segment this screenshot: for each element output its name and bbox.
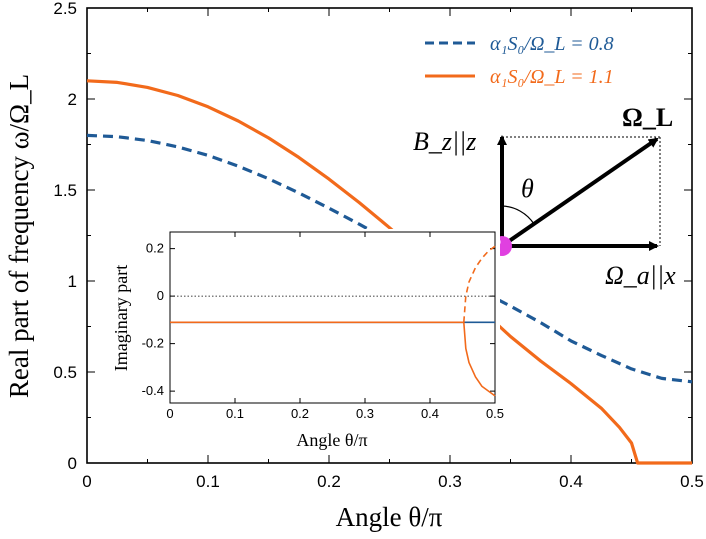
- theta-arc: [501, 205, 535, 225]
- main-x-tick-label: 0.1: [196, 472, 220, 491]
- inset-ticks: [169, 232, 496, 403]
- main-x-tick-label: 0.2: [317, 472, 341, 491]
- inset-x-tick-label: 0.2: [291, 406, 309, 421]
- vector-diagram: B_z||z Ω_L θ Ω_a||x: [413, 103, 676, 290]
- inset-y-tick-label: -0.2: [142, 336, 164, 351]
- x-axis-title: Angle θ/π: [336, 502, 443, 532]
- main-tick-labels: 0 0.1 0.2 0.3 0.4 0.5 0 0.5 1 1.5 2 2.5: [53, 0, 703, 491]
- main-y-tick-label: 2: [68, 90, 77, 109]
- inset-series: [170, 245, 496, 397]
- inset-y-tick-label: 0: [157, 288, 164, 303]
- omega-l-label: Ω_L: [622, 103, 673, 132]
- inset-x-tick-label: 0.5: [486, 406, 504, 421]
- inset-y-tick-label: 0.2: [146, 241, 164, 256]
- legend-label-series-1: α₁S₀/Ω_L = 0.8: [490, 33, 614, 55]
- inset-background: [144, 229, 500, 409]
- main-y-tick-label: 1: [68, 272, 77, 291]
- main-x-tick-label: 0.5: [680, 472, 704, 491]
- inset-y-tick-label: -0.4: [142, 383, 164, 398]
- main-y-tick-label: 1.5: [53, 181, 77, 200]
- inset-tick-labels: 0 0.1 0.2 0.3 0.4 0.5 -0.4 -0.2 0 0.2: [142, 241, 504, 421]
- omega-a-label: Ω_a||x: [605, 261, 676, 290]
- legend: α₁S₀/Ω_L = 0.8 α₁S₀/Ω_L = 1.1: [425, 33, 614, 88]
- theta-label: θ: [521, 174, 534, 203]
- y-axis-title: Real part of frequency ω/Ω_L: [4, 74, 34, 398]
- inset-x-tick-label: 0: [166, 406, 173, 421]
- inset-x-tick-label: 0.3: [356, 406, 374, 421]
- main-x-tick-label: 0: [82, 472, 91, 491]
- inset-x-tick-label: 0.1: [226, 406, 244, 421]
- legend-label-series-2: α₁S₀/Ω_L = 1.1: [490, 66, 614, 88]
- bz-label: B_z||z: [413, 127, 476, 156]
- inset-series-line-4: [463, 322, 496, 397]
- main-y-tick-label: 0.5: [53, 363, 77, 382]
- inset-y-axis-title: Imaginary part: [111, 265, 131, 371]
- main-x-tick-label: 0.3: [438, 472, 462, 491]
- inset-plot-frame: [169, 231, 496, 404]
- main-y-tick-label: 2.5: [53, 0, 77, 18]
- main-y-tick-label: 0: [68, 454, 77, 473]
- inset-x-axis-title: Angle θ/π: [296, 430, 367, 450]
- inset-x-tick-label: 0.4: [421, 406, 439, 421]
- omega-l-arrow: [500, 137, 659, 248]
- main-x-tick-label: 0.4: [559, 472, 583, 491]
